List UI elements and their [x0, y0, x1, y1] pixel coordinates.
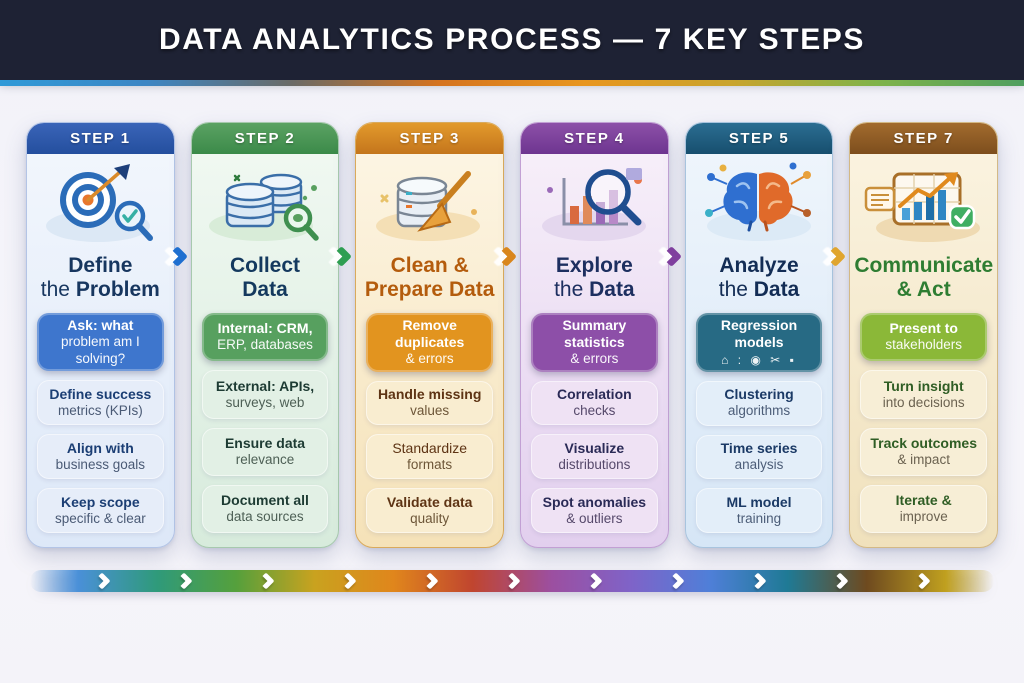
step-header: STEP 2 [191, 123, 339, 154]
header-bar: DATA ANALYTICS PROCESS — 7 KEY STEPS [0, 0, 1024, 80]
flow-chevron-icon [585, 572, 603, 590]
flow-arrow-band [30, 570, 994, 592]
step-card-define-problem: STEP 1 Define the Problem [26, 122, 175, 548]
list-item: Internal: CRM,ERP, databases [201, 313, 329, 362]
step-title: Define the Problem [40, 254, 160, 301]
list-item: Regression models ⌂ : ◉ ✂ ▪ [695, 313, 823, 372]
list-item: External: APIs,surveys, web [201, 370, 329, 419]
flow-chevron-icon [175, 572, 193, 590]
step-card-explore-data: STEP 4 Explore the Data [520, 122, 669, 548]
list-item: Spot anomalies& outliers [531, 488, 658, 533]
step-header: STEP 7 [850, 123, 998, 154]
step-title: Collect Data [230, 254, 301, 301]
next-step-chevron-icon [817, 122, 849, 548]
step-items: Remove duplicates& errors Handle missing… [356, 307, 503, 547]
flow-chevron-icon [93, 572, 111, 590]
flow-chevron-icon [339, 572, 357, 590]
step-card-collect-data: STEP 2 [190, 122, 340, 548]
step-title: Communicate & Act [854, 254, 994, 301]
steps-row: STEP 1 Define the Problem [0, 122, 1024, 548]
database-broom-icon [356, 154, 503, 252]
step-card-communicate-act: STEP 7 Com [849, 122, 999, 548]
flow-chevron-icon [421, 572, 439, 590]
flow-chevron-icon [257, 572, 275, 590]
step-items: Internal: CRM,ERP, databases External: A… [192, 307, 339, 547]
next-step-chevron-icon [323, 122, 355, 548]
list-item: Iterate &improve [860, 484, 988, 534]
flow-chevron-icon [503, 572, 521, 590]
database-magnifier-icon [192, 154, 339, 252]
step-header: STEP 3 [356, 123, 504, 154]
step-header: STEP 4 [521, 123, 668, 154]
chart-magnifier-icon [521, 154, 668, 252]
step-title: Analyze the Data [718, 254, 800, 301]
flow-chevron-icon [913, 572, 931, 590]
header-accent-strip [0, 80, 1024, 86]
flow-chevron-icon [667, 572, 685, 590]
next-step-chevron-icon [652, 122, 685, 548]
step-header: STEP 5 [685, 123, 833, 154]
brain-network-icon [686, 154, 833, 252]
target-magnifier-icon [27, 154, 174, 252]
next-step-chevron-icon [158, 122, 191, 548]
step-header: STEP 1 [27, 123, 174, 154]
step-title: Clean & Prepare Data [364, 254, 495, 301]
flow-chevron-icon [831, 572, 849, 590]
step-card-analyze-data: STEP 5 [684, 122, 834, 548]
model-glyphs: ⌂ : ◉ ✂ ▪ [721, 353, 797, 368]
list-item: Remove duplicates& errors [366, 313, 494, 372]
step-title: Explore the Data [554, 254, 635, 301]
dashboard-growth-icon [850, 154, 997, 252]
page-title: DATA ANALYTICS PROCESS — 7 KEY STEPS [158, 23, 866, 56]
flow-chevron-icon [749, 572, 767, 590]
next-step-chevron-icon [487, 122, 520, 548]
list-item: Track outcomes& impact [860, 427, 988, 476]
step-card-clean-prepare: STEP 3 Clean & Pre [355, 122, 505, 548]
list-item: Summary statistics& errors [531, 313, 658, 372]
